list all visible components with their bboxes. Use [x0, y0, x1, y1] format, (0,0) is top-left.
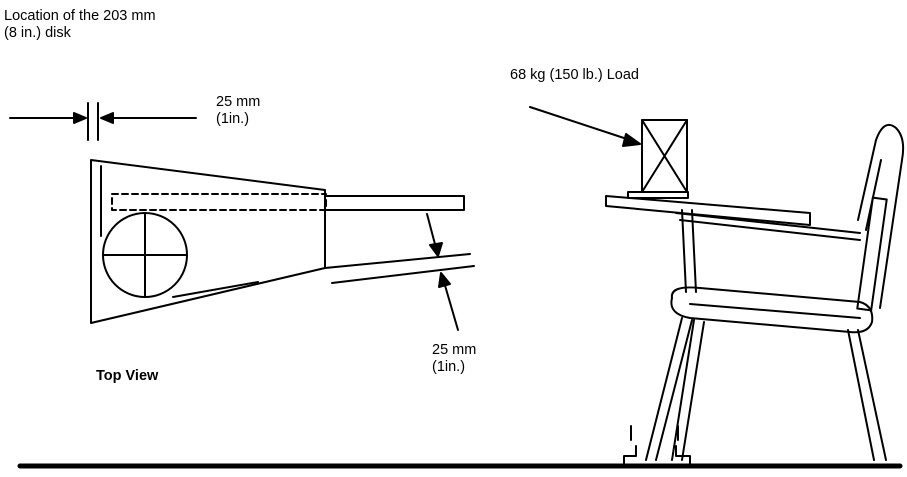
bottom-dimension-label: 25 mm (1in.)	[432, 342, 477, 375]
tablet-arm-underside-2	[679, 219, 861, 241]
top-dimension-label: 25 mm (1in.)	[216, 94, 261, 127]
lower-edge-line-1	[324, 253, 471, 269]
dim-arrowhead-upper	[429, 242, 443, 257]
seat-edge	[689, 303, 861, 319]
chair-with-load	[529, 106, 905, 465]
dim-arrowhead-right	[100, 112, 114, 124]
front-leg-right-a	[671, 319, 695, 461]
inner-edge-line	[172, 281, 259, 298]
chair-seat	[670, 286, 874, 334]
foot-clamp-left	[623, 445, 637, 465]
load-arrowhead	[622, 133, 641, 147]
chair-back-pad	[856, 196, 888, 312]
dim-arrowhead-lower	[438, 272, 451, 288]
bottom-dimension-marker	[426, 213, 459, 331]
front-leg-left-b	[655, 319, 693, 461]
tablet-arm-side	[605, 195, 811, 226]
disk-location-label: Location of the 203 mm (8 in.) disk	[4, 8, 156, 41]
load-box-diagonal-2	[641, 119, 688, 193]
dim-arrow-upper	[426, 213, 437, 249]
tablet-surface-outline	[90, 159, 326, 324]
front-leg-right-b	[681, 321, 705, 461]
dim-arrow-lower	[443, 281, 459, 331]
chair-back	[857, 124, 905, 309]
front-leg-left-a	[645, 317, 683, 461]
top-view-label: Top View	[96, 368, 159, 384]
arm-extension	[324, 195, 465, 211]
dashed-rail	[111, 193, 327, 211]
tablet-post-left	[681, 209, 687, 293]
chair-back-inner	[865, 159, 882, 231]
dim-arrowhead-left	[73, 112, 87, 124]
foot-clamp-right	[675, 445, 691, 465]
top-dimension-marker	[9, 102, 197, 141]
load-label: 68 kg (150 lb.) Load	[510, 67, 639, 83]
tablet-arm-top-view	[90, 159, 475, 324]
lower-edge-line-2	[331, 265, 475, 284]
load-arrow	[529, 106, 631, 141]
load-base-plate	[627, 191, 689, 199]
tablet-arm-underside	[675, 212, 861, 234]
tablet-post-right	[691, 209, 697, 293]
rear-leg-a	[847, 329, 875, 461]
rear-leg-b	[857, 329, 887, 461]
